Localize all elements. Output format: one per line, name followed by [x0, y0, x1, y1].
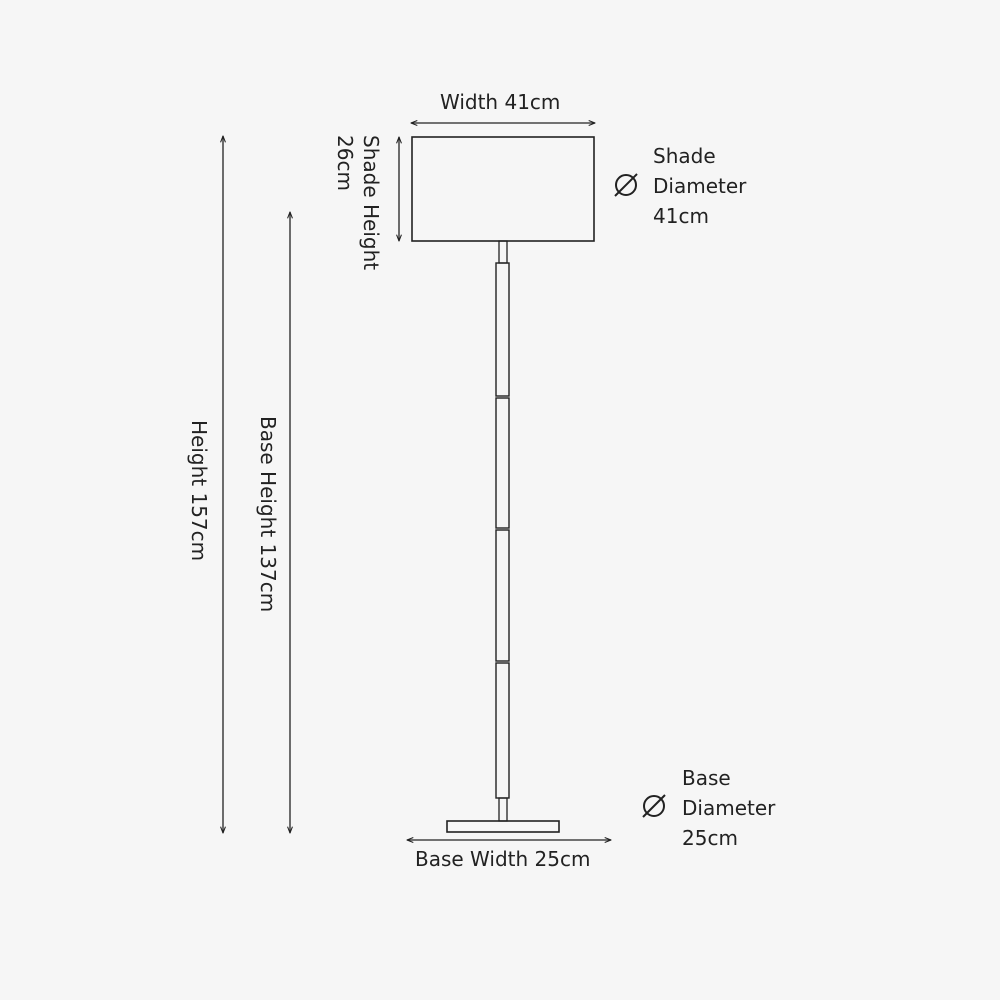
shade-diameter-label: Shade Diameter 41cm — [653, 141, 746, 231]
shade-diameter-line3: 41cm — [653, 204, 709, 228]
lamp-shade-connector — [498, 240, 508, 264]
lamp-stem — [495, 262, 510, 799]
stem-segment — [495, 529, 510, 662]
shade-diameter-icon — [614, 173, 638, 197]
lamp-base — [446, 820, 560, 833]
stem-segment — [495, 397, 510, 529]
shade-height-label-line1: Shade Height — [359, 135, 383, 271]
base-diameter-line2: Diameter — [682, 796, 776, 820]
width-label: Width 41cm — [440, 90, 561, 114]
base-diameter-line1: Base — [682, 766, 731, 790]
stem-segment — [495, 662, 510, 799]
stem-segment — [495, 262, 510, 397]
shade-height-label-line2: 26cm — [333, 135, 357, 191]
base-diameter-icon — [642, 794, 666, 818]
shade-diameter-line1: Shade — [653, 144, 716, 168]
base-diameter-label: Base Diameter 25cm — [682, 763, 775, 853]
height-label: Height 157cm — [186, 420, 212, 561]
base-width-label: Base Width 25cm — [415, 847, 591, 871]
lamp-base-neck — [498, 797, 508, 822]
base-height-label: Base Height 137cm — [255, 416, 281, 612]
shade-diameter-line2: Diameter — [653, 174, 747, 198]
base-diameter-line3: 25cm — [682, 826, 738, 850]
height-label-text: Height 157cm — [187, 420, 211, 562]
shade-height-label: Shade Height 26cm — [332, 135, 384, 270]
lamp-shade — [411, 136, 595, 242]
base-height-label-text: Base Height 137cm — [256, 416, 280, 613]
